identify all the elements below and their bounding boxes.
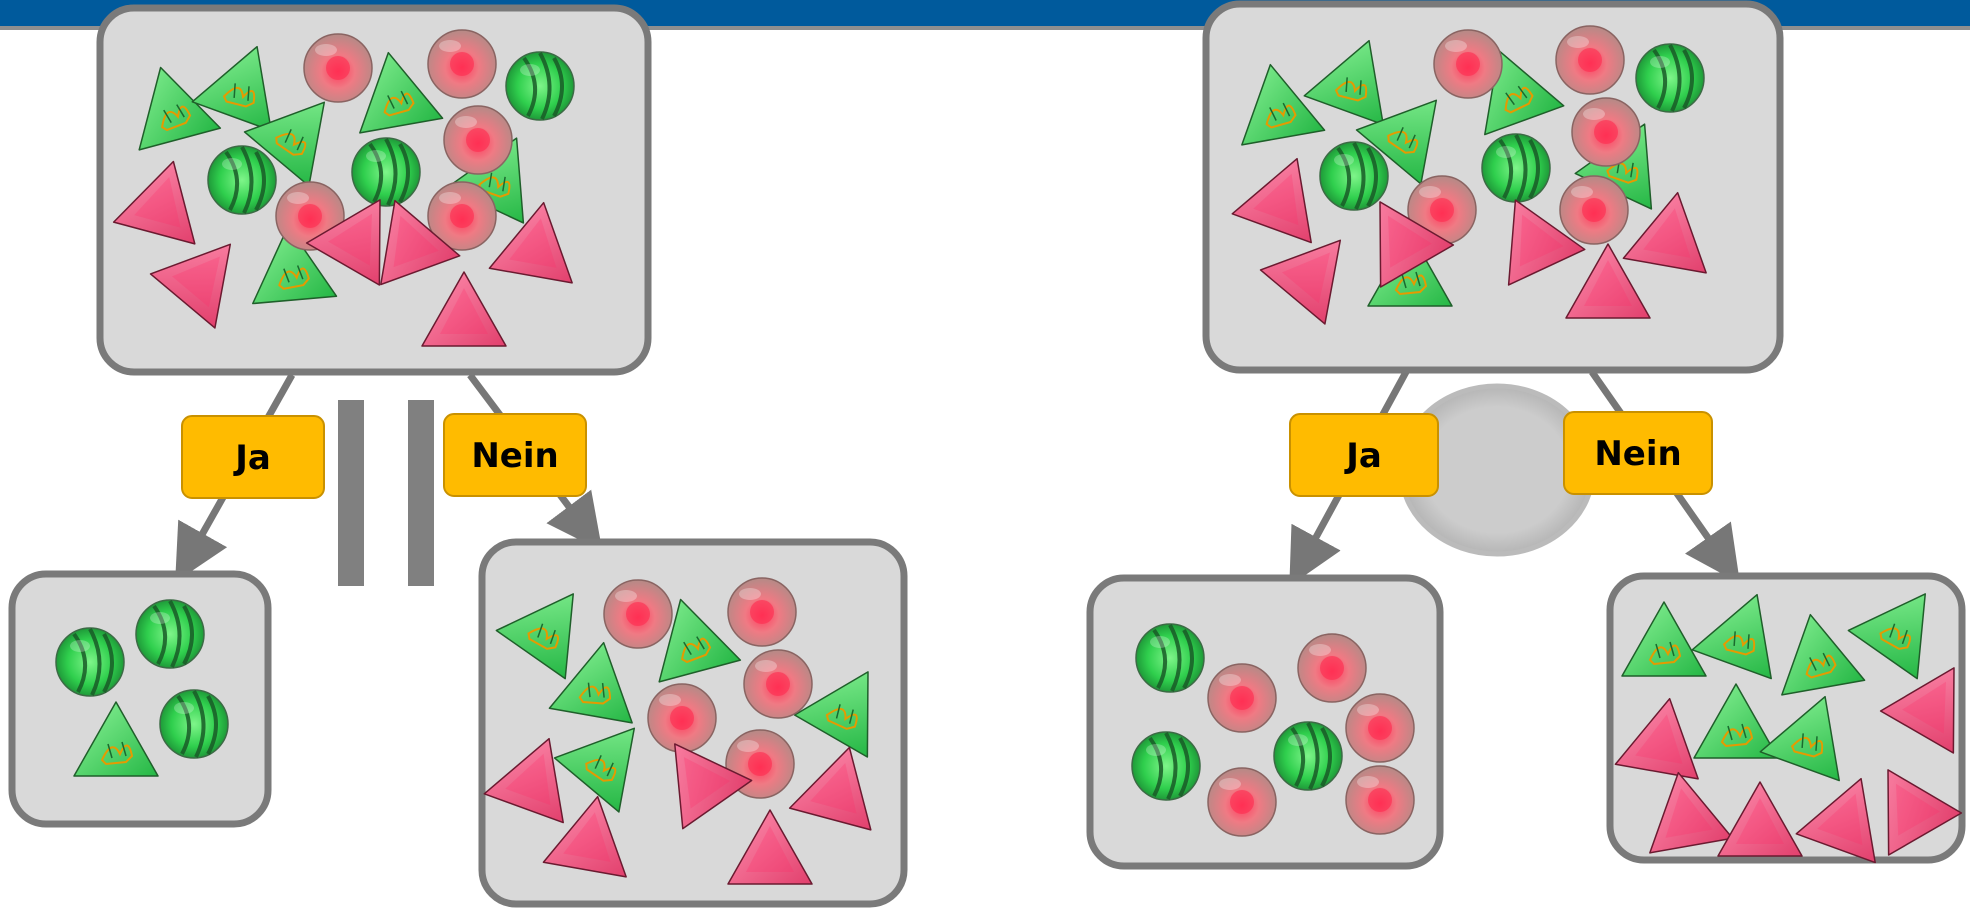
vertical-bars-divider [338, 400, 434, 586]
green-sphere [1273, 721, 1343, 791]
divider-bar [408, 400, 434, 586]
red-triangle [1649, 771, 1734, 854]
green-triangle [243, 101, 326, 187]
red-triangle [1622, 191, 1707, 274]
red-triangle [488, 201, 573, 284]
yes-label-text: Ja [1344, 436, 1382, 476]
red-triangle [1507, 199, 1586, 286]
red-sphere [743, 649, 813, 719]
green-triangle [73, 701, 159, 777]
green-sphere [1319, 141, 1389, 211]
green-triangle [658, 598, 742, 683]
green-triangle [553, 727, 636, 813]
red-triangle [727, 809, 813, 885]
green-triangle [495, 593, 574, 680]
left-tree [55, 29, 872, 885]
no-label-background [443, 413, 587, 497]
yes-label: Ja [181, 415, 325, 499]
red-sphere [1559, 175, 1629, 245]
red-sphere [1407, 175, 1477, 245]
red-triangle [483, 737, 564, 824]
green-triangle [191, 45, 272, 132]
green-triangle [1303, 39, 1384, 126]
red-sphere [1345, 765, 1415, 835]
green-triangle [1759, 695, 1840, 782]
no-label-text: Nein [471, 436, 558, 476]
yes-leaf-box [8, 570, 272, 828]
green-triangle [1621, 601, 1707, 677]
red-sphere [1555, 25, 1625, 95]
red-triangle [674, 743, 753, 830]
yes-label-background [181, 415, 325, 499]
right-tree [1131, 25, 1963, 864]
green-triangle [1847, 593, 1926, 680]
red-triangle [788, 746, 872, 831]
red-sphere [1297, 633, 1367, 703]
green-sphere [1481, 133, 1551, 203]
green-triangle [793, 671, 869, 758]
red-triangle [305, 199, 381, 286]
red-triangle [1795, 777, 1876, 864]
green-triangle [1355, 99, 1438, 185]
green-triangle [138, 66, 222, 151]
red-triangle [149, 243, 232, 329]
red-triangle [1379, 201, 1455, 288]
red-sphere [647, 683, 717, 753]
green-sphere [505, 51, 575, 121]
red-triangle [380, 199, 461, 286]
red-triangle [1717, 781, 1803, 857]
red-triangle [112, 160, 196, 245]
red-triangle [421, 271, 507, 347]
red-sphere [1207, 767, 1277, 837]
red-sphere [1433, 29, 1503, 99]
green-sphere [1131, 731, 1201, 801]
green-sphere [1135, 623, 1205, 693]
yes-label-text: Ja [233, 438, 271, 478]
red-triangle [1565, 243, 1651, 319]
green-sphere [135, 599, 205, 669]
green-sphere [1635, 43, 1705, 113]
green-triangle [1691, 593, 1772, 680]
green-triangle [1781, 613, 1866, 696]
red-sphere [1345, 693, 1415, 763]
red-sphere [727, 577, 797, 647]
red-sphere [303, 33, 373, 103]
red-triangle [1614, 697, 1699, 780]
green-sphere [351, 137, 421, 207]
green-sphere [207, 145, 277, 215]
no-label: Nein [1563, 411, 1713, 495]
red-sphere [443, 105, 513, 175]
green-triangle [548, 641, 633, 724]
green-triangle [252, 225, 338, 305]
no-label-background [1563, 411, 1713, 495]
no-label-text: Nein [1594, 434, 1681, 474]
green-triangle [1241, 63, 1326, 146]
green-triangle [1484, 49, 1565, 136]
green-sphere [55, 627, 125, 697]
red-sphere [1207, 663, 1277, 733]
no-label: Nein [443, 413, 587, 497]
red-sphere [603, 579, 673, 649]
yes-label-background [1289, 413, 1439, 497]
red-triangle [1887, 769, 1963, 856]
green-triangle [1693, 683, 1779, 759]
divider-bar [338, 400, 364, 586]
red-sphere [427, 181, 497, 251]
red-sphere [427, 29, 497, 99]
red-triangle [1231, 157, 1312, 244]
red-sphere [1571, 97, 1641, 167]
green-triangle [359, 51, 444, 134]
red-triangle [1879, 667, 1955, 754]
green-sphere [159, 689, 229, 759]
red-triangle [1259, 239, 1342, 325]
red-triangle [542, 795, 627, 878]
yes-label: Ja [1289, 413, 1439, 497]
